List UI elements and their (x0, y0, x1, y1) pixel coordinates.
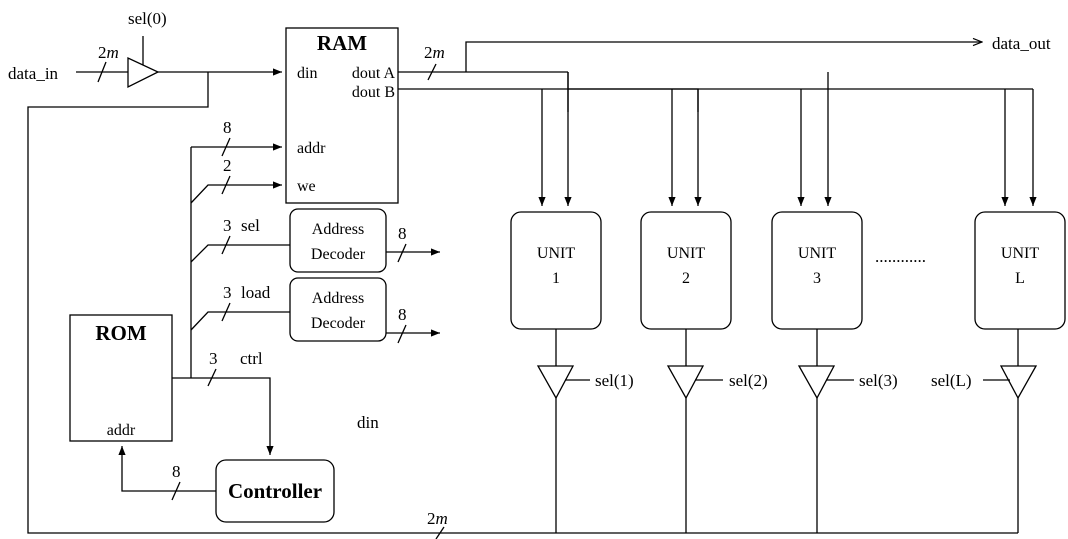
load-bus-width: 3 (223, 283, 232, 302)
unit-l-buffer (999, 365, 1038, 400)
load-bus-label: load (241, 283, 271, 302)
address-decoder-sel: Address Decoder 8 (289, 208, 440, 273)
decoder-load-line1: Address (312, 290, 364, 307)
unit-1-sel: sel(1) (595, 371, 634, 390)
unit-3: UNIT 3 sel(3) (771, 211, 898, 533)
load-bus-slash (221, 302, 231, 322)
decoder-load-line2: Decoder (311, 315, 366, 332)
rom-addr-slash (171, 481, 181, 501)
rom-addr-width: 8 (172, 462, 181, 481)
data-in-width: 2m (98, 43, 119, 62)
sel-bus-width: 3 (223, 216, 232, 235)
ctrl-bus-width: 3 (209, 349, 218, 368)
rom-box (69, 314, 173, 442)
decoder-sel-line2: Decoder (311, 246, 366, 263)
unit-3-sel: sel(3) (859, 371, 898, 390)
ram-din-port: din (297, 65, 317, 82)
address-decoder-load: Address Decoder 8 (289, 277, 440, 344)
data-in-label: data_in (8, 64, 59, 83)
sel-bus-label: sel (241, 216, 260, 235)
sel0-label: sel(0) (128, 9, 167, 28)
decoder-load-box (289, 277, 387, 342)
unit-2: UNIT 2 sel(2) (640, 211, 768, 533)
unit-feed-wires (538, 72, 1037, 206)
we-bus-wire (190, 181, 282, 204)
unit-1: UNIT 1 sel(1) (510, 211, 634, 533)
ram-block: RAM din dout A dout B addr we (285, 27, 399, 204)
controller-title: Controller (228, 479, 322, 503)
unit-2-buffer (666, 365, 705, 400)
we-bus-slash (221, 175, 231, 195)
dout-a-distribution (567, 72, 699, 112)
decoder-load-out-slash (397, 324, 407, 344)
stray-din-label: din (357, 413, 379, 432)
sel-bus-wire (190, 244, 290, 263)
input-section: data_in 2m sel(0) (8, 9, 282, 89)
unit-l: UNIT L sel(L) (931, 211, 1066, 533)
unit-l-index: L (1015, 270, 1025, 287)
units-ellipsis: ............ (875, 247, 926, 266)
addr-bus-width: 8 (223, 118, 232, 137)
ram-we-port: we (297, 178, 316, 195)
unit-l-name: UNIT (1001, 245, 1039, 262)
output-buses: 2m data_out (398, 34, 1051, 112)
rom-addr-port: addr (107, 422, 136, 439)
unit-2-index: 2 (682, 270, 690, 287)
dout-a-width: 2m (424, 43, 445, 62)
unit-2-sel: sel(2) (729, 371, 768, 390)
rom-block: ROM addr (69, 314, 173, 442)
unit-1-index: 1 (552, 270, 560, 287)
ram-dout-b-port: dout B (352, 84, 395, 101)
ram-title: RAM (317, 31, 367, 55)
data-out-label: data_out (992, 34, 1051, 53)
ctrl-bus-slash (207, 368, 217, 387)
ram-dout-a-port: dout A (352, 65, 396, 82)
decoder-load-out-width: 8 (398, 305, 407, 324)
ctrl-bus-label: ctrl (240, 349, 263, 368)
we-bus-width: 2 (223, 156, 232, 175)
unit-1-buffer (536, 365, 575, 400)
ram-box (285, 27, 399, 204)
data-out-wire (465, 42, 982, 72)
ctrl-bus-wire (172, 377, 274, 455)
dout-a-slash (427, 63, 437, 81)
feedback-bus: 2m (27, 72, 1018, 539)
decoder-sel-box (289, 208, 387, 273)
unit-3-index: 3 (813, 270, 821, 287)
unit-1-name: UNIT (537, 245, 575, 262)
controller-block: Controller 8 (118, 446, 335, 523)
unit-l-sel: sel(L) (931, 371, 972, 390)
unit-3-name: UNIT (798, 245, 836, 262)
data-in-width-slash (97, 61, 107, 83)
controller-to-rom-wire (118, 446, 216, 492)
ram-addr-port: addr (297, 140, 326, 157)
load-bus-wire (190, 311, 290, 331)
unit-3-buffer (797, 365, 836, 400)
sel-bus-slash (221, 235, 231, 255)
control-bus: 8 2 3 sel 3 load 3 ctrl (172, 118, 290, 455)
unit-l-box (974, 211, 1066, 330)
feedback-bus-width: 2m (427, 509, 448, 528)
rom-title: ROM (95, 321, 147, 345)
decoder-sel-out-width: 8 (398, 224, 407, 243)
unit-2-name: UNIT (667, 245, 705, 262)
feedback-bus-slash (435, 526, 445, 539)
decoder-sel-line1: Address (312, 221, 364, 238)
feedback-bus-wire (27, 72, 1018, 534)
decoder-sel-out-slash (397, 243, 407, 263)
addr-bus-slash (221, 137, 231, 157)
